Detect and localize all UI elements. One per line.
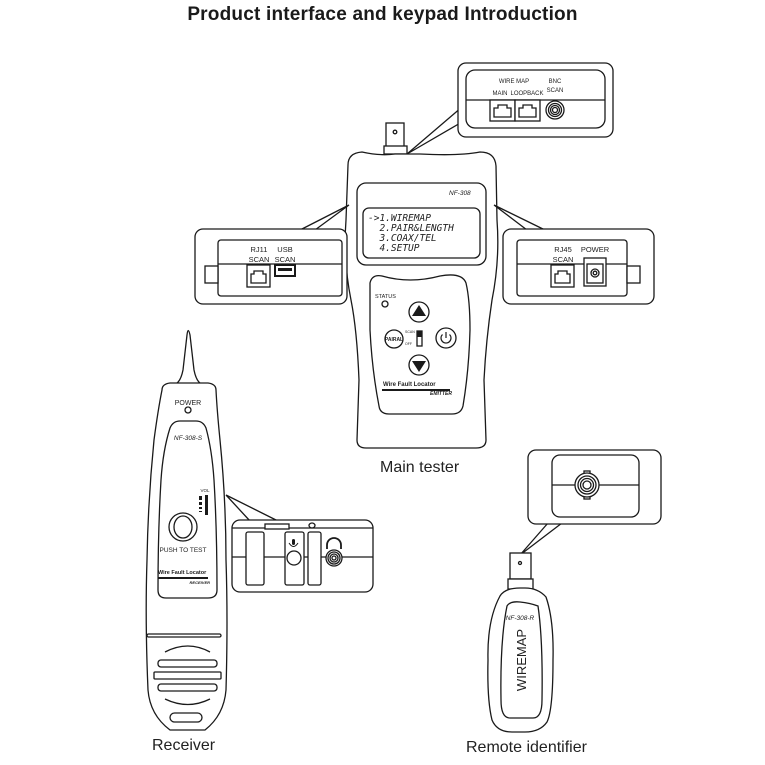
wire-map-label: WIRE MAP [499,79,529,85]
pairing-button-label: PAIRAL [385,337,403,343]
receiver-face-panel [157,420,218,599]
receiver-bottom-slot [169,712,203,723]
main-port-socket [493,104,512,118]
page-title: Product interface and keypad Introductio… [187,4,578,25]
rj45-scan-port [550,264,575,288]
top-callout-pointer [406,106,463,155]
power-icon [440,332,452,344]
receiver-side-slot-1 [245,531,265,586]
rj11-socket [250,270,267,284]
dc-jack-outer [590,268,600,278]
main-port-label: MAIN [493,91,508,97]
main-model-label: NF-308 [449,190,471,197]
main-tester-caption: Main tester [380,459,460,476]
status-label: STATUS [375,294,396,300]
right-callout-pointer [493,204,546,231]
remote-bnc-port [574,470,600,500]
volume-label: VOL [200,488,210,493]
remote-label-panel [500,601,543,719]
receiver-callout-pointer [225,494,279,522]
receiver-subbrand-label: RECEIVER [190,580,211,585]
bnc-label-line1: BNC [549,79,562,85]
receiver-caption: Receiver [152,737,216,754]
switch-on-label: SCAN [405,330,415,334]
power-button[interactable] [435,327,457,349]
main-subbrand-label: EMITTER [430,391,452,397]
headphone-jack [325,549,343,567]
receiver-side-slot-3 [307,531,322,586]
volume-indicator [199,495,208,515]
loopback-port-label: LOOPBACK [510,91,543,97]
switch-off-label: OFF [405,342,412,346]
receiver-power-led [184,406,192,414]
lcd-line-2: 2.PAIR&LENGTH [368,223,454,234]
receiver-brand-label: Wire Fault Locator [158,570,207,576]
left-side-connector [204,265,219,284]
microphone-icon [288,539,299,547]
mode-switch[interactable]: SCAN OFF [405,330,423,347]
microphone-port [286,550,302,566]
receiver-model-label: NF-308-S [174,435,203,442]
receiver-power-label: POWER [175,400,201,407]
right-side-connector [626,265,641,284]
main-tester: NF-308 ->1.WIREMAP 2.PAIR&LENGTH 3.COAX/… [194,62,655,449]
up-arrow-icon [412,305,426,316]
rj11-label-line1: RJ11 [251,245,268,254]
up-button[interactable] [408,301,430,323]
usb-label-line1: USB [277,245,292,254]
dc-jack-pin [592,270,598,276]
receiver-callout-tab [264,523,290,530]
main-brand-label: Wire Fault Locator [383,382,436,388]
usb-tongue [278,268,292,271]
lcd-screen [362,207,481,259]
receiver-probe-tip [176,329,201,384]
receiver-grip-divider [146,633,222,638]
rj45-loopback-port [514,99,541,122]
bnc-scan-port [545,100,565,120]
dc-power-jack [586,263,604,284]
remote-callout-pointer [519,522,563,556]
lcd-line-4: 4.SETUP [368,243,420,254]
lcd-line-1: ->1.WIREMAP [368,213,431,224]
pairing-button[interactable]: PAIRAL [384,329,404,349]
usb-label-line2: SCAN [275,255,296,264]
push-to-test-button[interactable] [168,512,198,542]
remote-bnc-pin [517,560,523,566]
left-callout-pointer [299,204,350,231]
lcd-line-3: 3.COAX/TEL [368,233,437,244]
status-led [381,300,389,308]
remote-model-label: NF-308-R [506,615,535,622]
bnc-pin [392,129,398,135]
down-button[interactable] [408,354,430,376]
down-arrow-icon [412,361,426,372]
receiver: POWER NF-308-S VOL PUSH TO TEST Wire Fau… [145,329,374,731]
loopback-port-socket [518,104,537,118]
rj45-label-line1: RJ45 [554,245,572,254]
power-port-label: POWER [581,245,610,254]
push-to-test-label: PUSH TO TEST [160,547,207,554]
remote-caption: Remote identifier [466,739,587,756]
rj45-socket [554,270,571,284]
remote-bnc-connector [509,552,532,580]
bnc-collar [383,145,408,155]
speaker-grille [153,645,222,706]
rj11-label-line2: SCAN [249,255,270,264]
bnc-label-line2: SCAN [547,88,564,94]
rj11-port [246,264,271,288]
receiver-callout-nub [308,522,316,529]
rj45-label-line2: SCAN [553,255,574,264]
headphone-icon [326,537,342,549]
remote-wiremap-label: WIREMAP [514,629,529,691]
bnc-connector-top [385,122,405,149]
remote-identifier: NF-308-R WIREMAP [487,449,662,733]
